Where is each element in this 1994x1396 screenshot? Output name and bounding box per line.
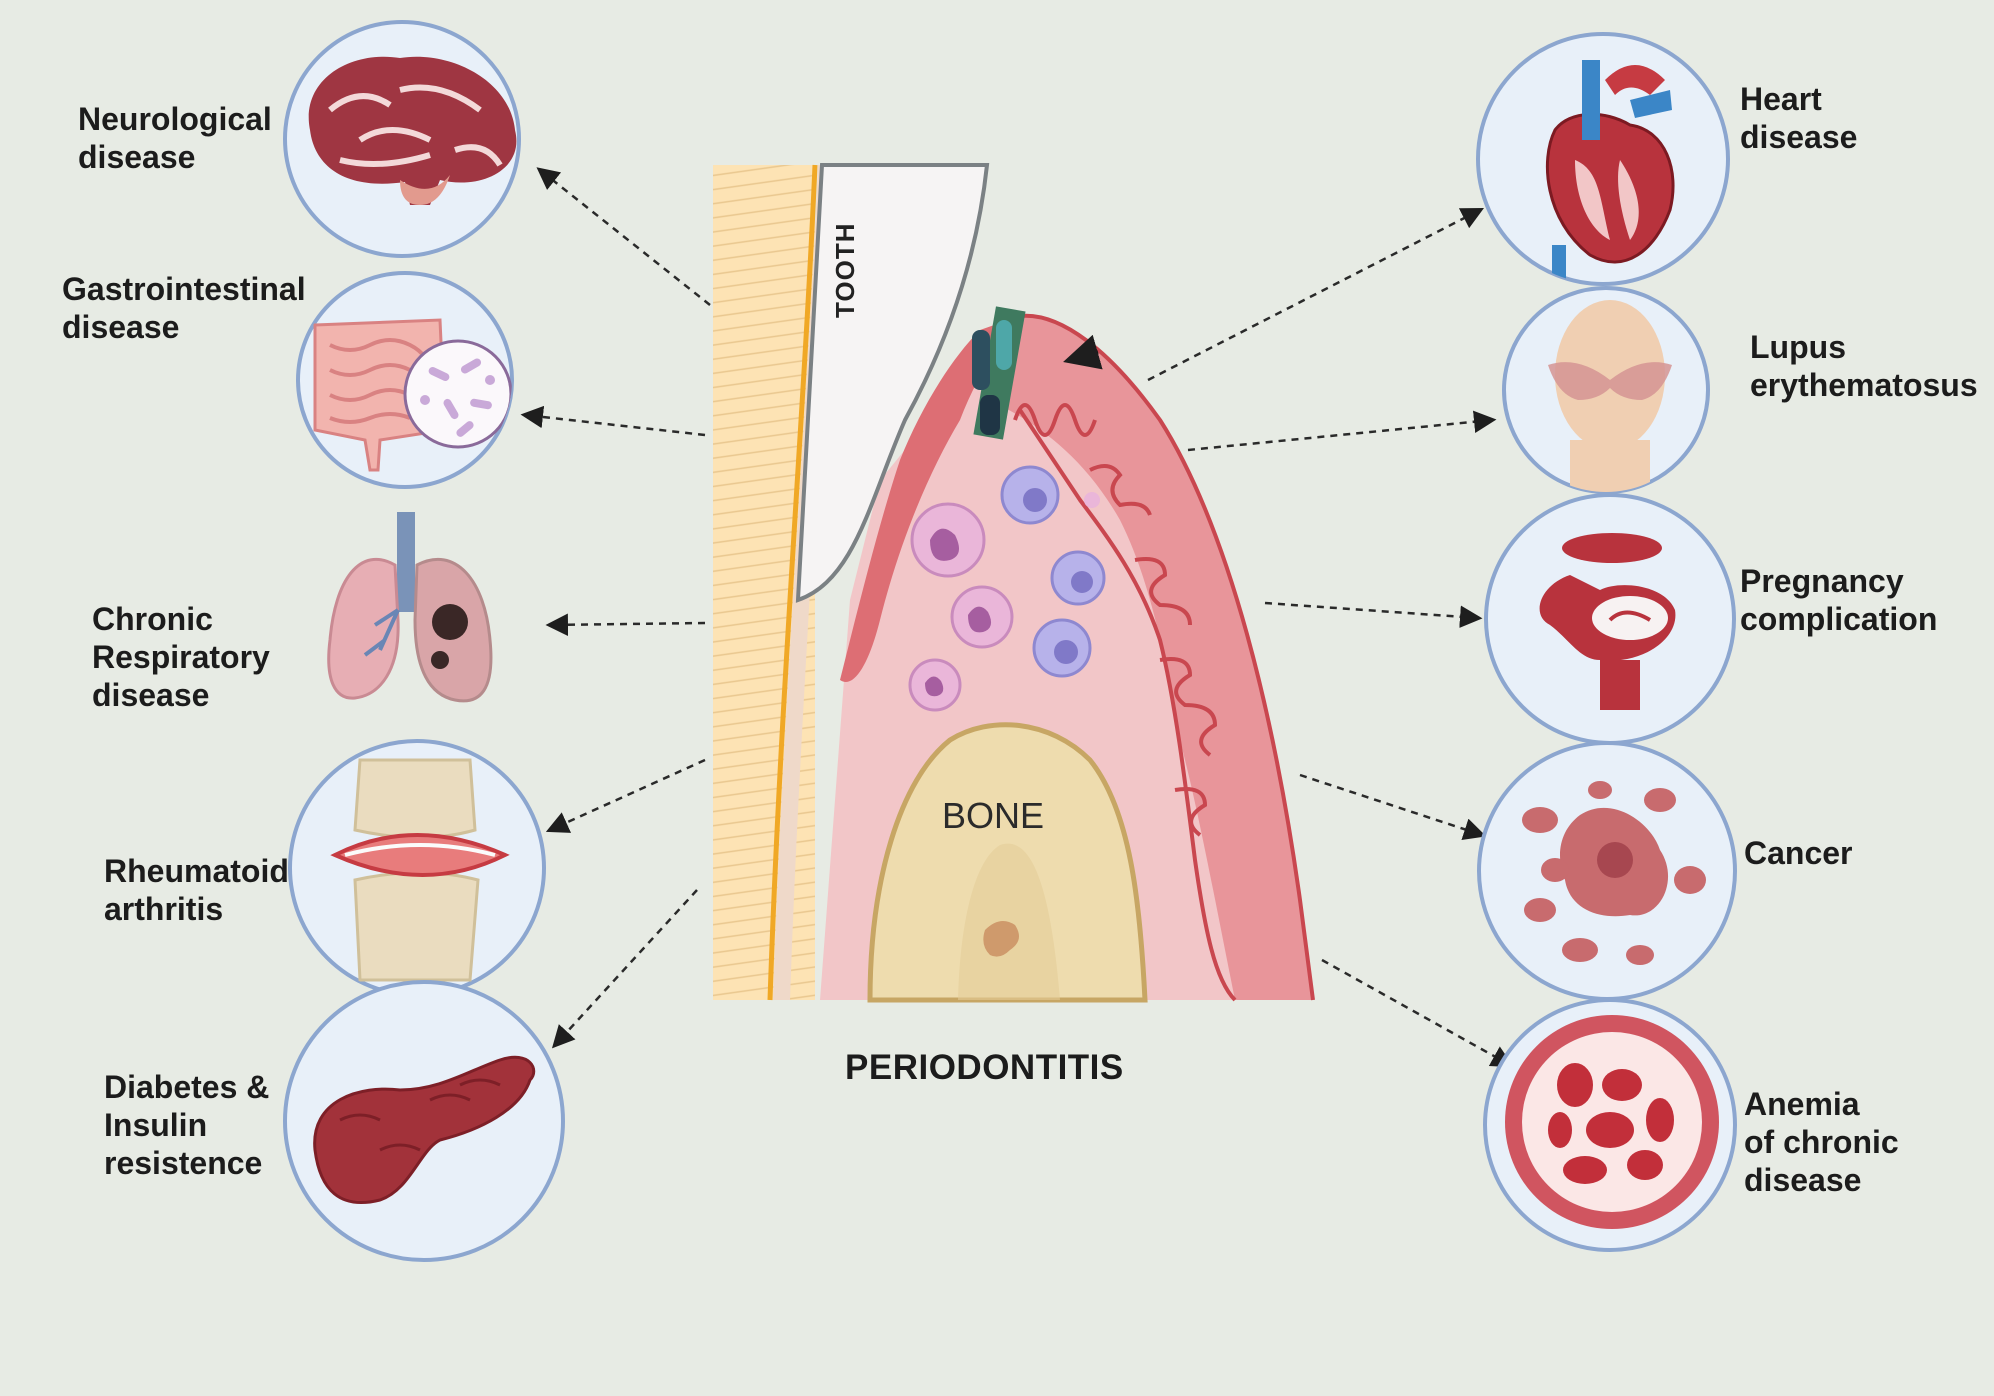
lupus-circle xyxy=(1502,286,1710,494)
pocket-arrow xyxy=(1063,334,1103,370)
arrow-preg xyxy=(1264,601,1483,628)
pancreas-icon xyxy=(313,1055,536,1205)
gum-tissue xyxy=(985,315,1313,1000)
brain-icon xyxy=(308,56,517,205)
neurological-disease-circle xyxy=(283,20,521,258)
rete-ridges xyxy=(1013,403,1218,837)
periodontitis-illustration xyxy=(713,163,1315,1003)
gum-folds xyxy=(1018,408,1237,1002)
diagram-title: PERIODONTITIS xyxy=(845,1048,1124,1087)
cancer-circle xyxy=(1477,741,1737,1001)
arrow-heart xyxy=(1147,207,1485,382)
cancer-cells-icon xyxy=(1522,781,1706,965)
enamel-edge xyxy=(767,164,818,1001)
bone-lacuna xyxy=(983,921,1019,957)
knee-joint-icon xyxy=(330,758,510,982)
heart-disease-circle xyxy=(1476,32,1730,286)
rheumatoid-arthritis-circle xyxy=(288,739,546,997)
arrow-cancer xyxy=(1299,773,1487,841)
pregnancy-circle xyxy=(1484,493,1736,745)
face-rash-icon xyxy=(1548,300,1672,492)
bacteria-plaque xyxy=(972,306,1026,440)
arrow-lupus xyxy=(1187,410,1497,452)
gastrointestinal-disease-circle xyxy=(296,271,514,489)
arrow-neuro xyxy=(536,167,711,306)
blood-vessel-icon xyxy=(1505,1015,1719,1229)
pocket-epithelium xyxy=(840,316,1020,682)
label-cancer: Cancer xyxy=(1744,835,1853,871)
arrow-ra xyxy=(545,758,706,833)
tooth-label: TOOTH xyxy=(830,222,860,318)
intestine-icon xyxy=(313,318,512,472)
pregnant-woman-icon xyxy=(1539,533,1676,710)
immune-cells xyxy=(908,465,1106,712)
arrow-diab xyxy=(551,889,698,1049)
heart-icon xyxy=(1545,60,1675,284)
bone-marrow xyxy=(958,843,1060,1000)
lungs-icon xyxy=(327,512,493,703)
bone-label: BONE xyxy=(942,795,1045,836)
anemia-circle xyxy=(1483,998,1737,1252)
arrow-gi xyxy=(520,405,706,437)
connector-arrows xyxy=(520,167,1514,1068)
tooth xyxy=(795,163,990,603)
gum-outline xyxy=(1019,313,1315,1001)
arrow-resp xyxy=(545,613,706,637)
arrow-anemia xyxy=(1321,958,1514,1068)
diabetes-circle xyxy=(283,980,565,1262)
